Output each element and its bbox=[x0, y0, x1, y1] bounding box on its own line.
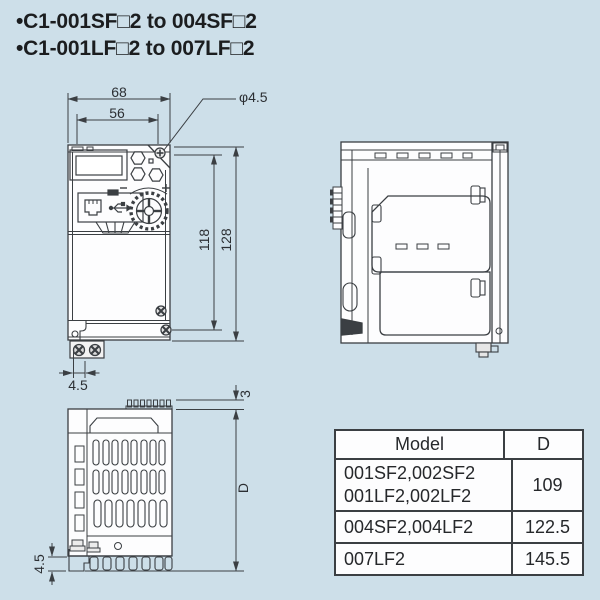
terminal-connector bbox=[330, 186, 343, 230]
d-cell: 122.5 bbox=[524, 516, 571, 537]
hole-leader-line bbox=[163, 98, 236, 151]
front-body bbox=[67, 144, 171, 341]
dim-label-depth-d: D bbox=[235, 482, 251, 494]
dim-label-128: 128 bbox=[218, 228, 234, 252]
product-title: •C1-001SF□2 to 004SF□2 •C1-001LF□2 to 00… bbox=[16, 8, 257, 62]
dim-label-hole-dia: φ4.5 bbox=[239, 89, 268, 105]
top-vent-slots bbox=[374, 152, 473, 159]
table-row: 004SF2,004LF2 122.5 bbox=[336, 510, 582, 542]
dim-label-56: 56 bbox=[109, 105, 125, 121]
cover-clips bbox=[371, 185, 486, 298]
terminal-bracket bbox=[69, 340, 105, 359]
product-title-line-2: •C1-001LF□2 to 007LF□2 bbox=[16, 37, 255, 60]
table-row: 001SF2,002SF2 001LF2,002LF2 109 bbox=[336, 458, 582, 510]
table-row: 007LF2 145.5 bbox=[336, 542, 582, 574]
dial-scale bbox=[120, 184, 170, 195]
mounting-screw-icon bbox=[154, 147, 166, 159]
bottom-wedge bbox=[341, 318, 363, 336]
dim-label-foot-offset: 4.5 bbox=[68, 377, 88, 393]
cover-screw-icon bbox=[155, 305, 172, 336]
mount-screw-profile bbox=[69, 539, 101, 553]
depth-view-drawing bbox=[67, 399, 173, 572]
table-header-model: Model bbox=[336, 431, 505, 458]
model-cell-line-2: 001LF2,002LF2 bbox=[344, 486, 472, 506]
dim-label-118: 118 bbox=[196, 228, 212, 252]
top-terminal-comb bbox=[125, 399, 173, 410]
table-header-d: D bbox=[537, 434, 550, 454]
table-header-row: Model D bbox=[336, 431, 582, 458]
mounting-hook bbox=[71, 320, 87, 340]
dim-label-fin-height: 4.5 bbox=[31, 554, 47, 574]
front-view-drawing bbox=[67, 144, 172, 359]
left-foot bbox=[68, 549, 90, 572]
depth-view-dimensions bbox=[48, 385, 244, 585]
d-cell: 109 bbox=[532, 474, 563, 495]
model-cell-line-1: 007LF2 bbox=[344, 548, 406, 569]
dim-label-3: 3 bbox=[237, 390, 253, 398]
model-cell: 007LF2 bbox=[336, 544, 513, 574]
heatsink-fins bbox=[68, 549, 173, 572]
d-cell: 145.5 bbox=[524, 548, 571, 569]
keypad-buttons bbox=[130, 151, 164, 182]
dim-label-68: 68 bbox=[111, 84, 127, 100]
product-title-line-1: •C1-001SF□2 to 004SF□2 bbox=[16, 10, 257, 33]
mid-vent-slots bbox=[395, 243, 450, 250]
display-panel bbox=[69, 149, 128, 181]
spec-table: Model D 001SF2,002SF2 001LF2,002LF2 109 … bbox=[334, 429, 584, 576]
model-cell-line-1: 004SF2,004LF2 bbox=[344, 516, 474, 537]
usb-icon bbox=[108, 201, 133, 213]
model-cell: 001SF2,002SF2 001LF2,002LF2 bbox=[336, 460, 513, 510]
model-cell: 004SF2,004LF2 bbox=[336, 512, 513, 542]
bottom-foot bbox=[475, 342, 499, 358]
model-cell-line-1: 001SF2,002SF2 bbox=[344, 463, 476, 483]
vent-slots bbox=[92, 439, 168, 528]
rj45-port-icon bbox=[84, 199, 102, 216]
side-clip-tabs bbox=[74, 445, 85, 532]
front-view-dimensions bbox=[59, 93, 244, 378]
side-view-drawing bbox=[330, 141, 509, 358]
